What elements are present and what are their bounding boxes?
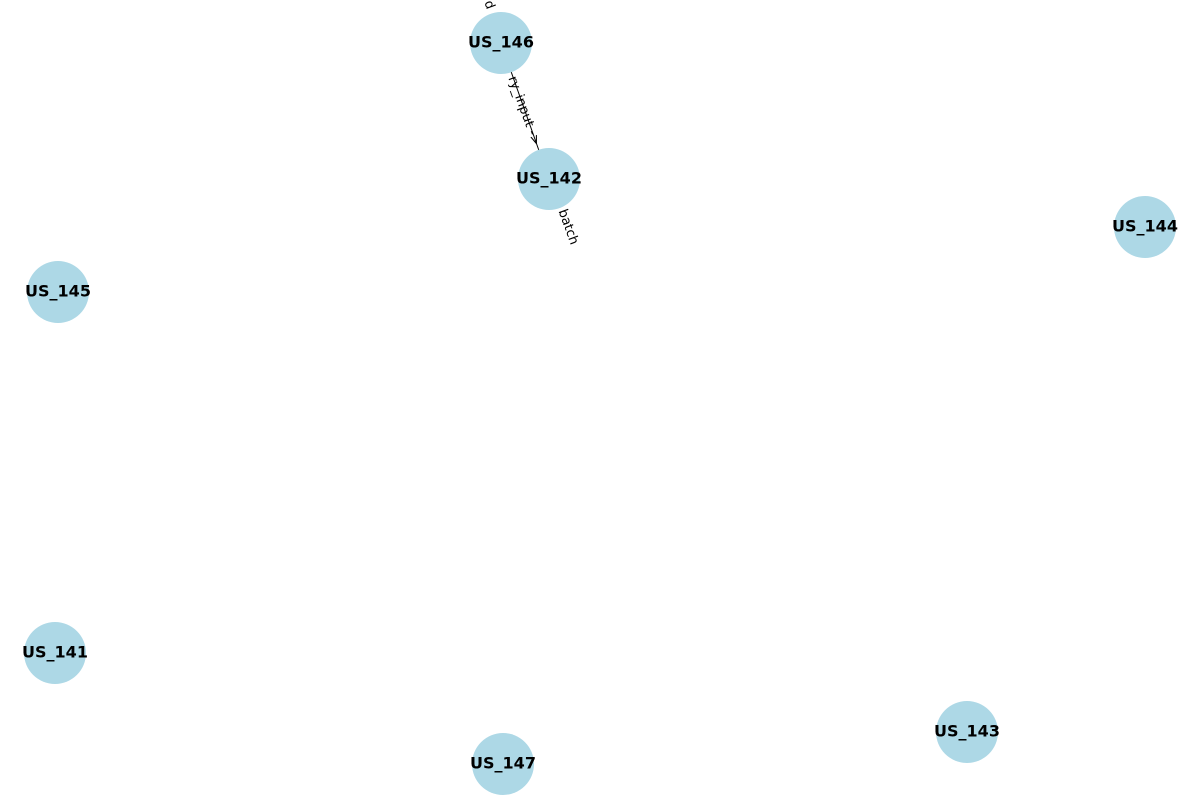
node-circle <box>1114 196 1176 258</box>
node-circle <box>472 733 534 795</box>
node-label: US_147 <box>470 754 536 773</box>
nodes-layer: US_146 US_142 US_144 US_145 US_141 US_14… <box>22 12 1178 795</box>
node-us143[interactable]: US_143 <box>934 701 1000 763</box>
node-label: US_143 <box>934 722 1000 741</box>
node-circle <box>24 622 86 684</box>
node-label: US_142 <box>516 169 582 188</box>
node-label: US_141 <box>22 643 88 662</box>
node-label: US_144 <box>1112 217 1178 236</box>
node-circle <box>518 148 580 210</box>
edge-label-batch: batch <box>555 207 582 247</box>
node-us142[interactable]: US_142 <box>516 148 582 210</box>
node-circle <box>27 261 89 323</box>
node-us147[interactable]: US_147 <box>470 733 536 795</box>
node-circle <box>470 12 532 74</box>
node-us146[interactable]: US_146 <box>468 12 534 74</box>
node-us141[interactable]: US_141 <box>22 622 88 684</box>
node-label: US_146 <box>468 33 534 52</box>
edge-label-top: d <box>481 0 498 11</box>
node-us145[interactable]: US_145 <box>25 261 91 323</box>
node-circle <box>936 701 998 763</box>
edge-label-middle: ry_input -> <box>505 74 544 147</box>
node-label: US_145 <box>25 282 91 301</box>
node-us144[interactable]: US_144 <box>1112 196 1178 258</box>
